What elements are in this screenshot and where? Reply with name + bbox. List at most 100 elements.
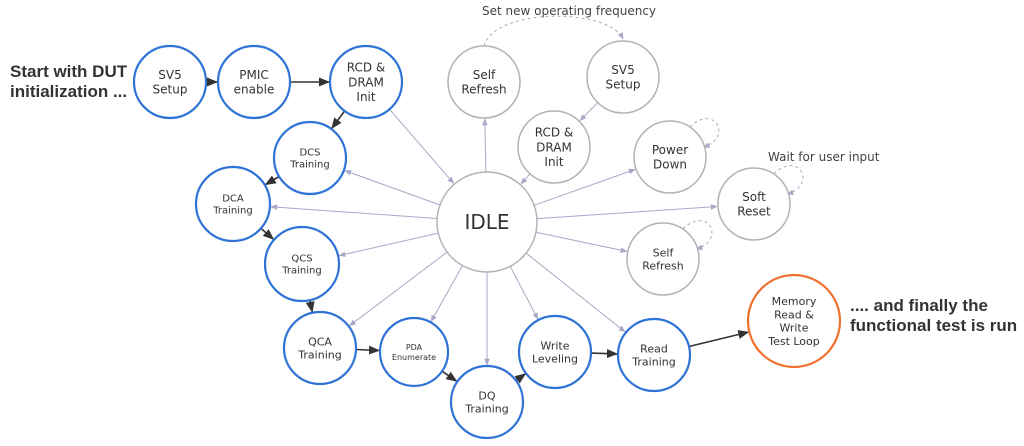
edge-sv5-setup-2-to-rcd-dram-init-2	[579, 102, 599, 122]
node-circle	[194, 165, 272, 243]
node-circle	[517, 314, 593, 390]
edge-idle-to-qcs-training	[338, 232, 439, 257]
node-label: IDLE	[464, 210, 509, 234]
edge-read-training-to-memory-test	[688, 330, 750, 348]
node-idle: IDLE	[436, 171, 538, 273]
loop-self-refresh-bottom	[682, 220, 713, 250]
node-label: Init	[356, 90, 375, 104]
node-circle	[586, 40, 660, 114]
start-annotation: Start with DUT initialization ...	[10, 62, 128, 101]
node-label: Leveling	[532, 353, 578, 366]
node-label: DCA	[222, 194, 244, 205]
edge-dca-training-to-qcs-training	[260, 227, 275, 240]
edge-write-leveling-to-read-training	[590, 349, 619, 359]
node-label: PDA	[406, 343, 423, 352]
node-label: Training	[212, 206, 252, 217]
node-label: Training	[631, 356, 675, 369]
node-label: Training	[289, 160, 329, 171]
edge-idle-to-pda-enumerate	[430, 265, 463, 323]
node-label: Init	[544, 155, 563, 169]
wait-annotation: Wait for user input	[768, 150, 880, 164]
node-label: Read &	[774, 308, 814, 321]
edge-rcd-dram-init-2-to-idle	[520, 173, 531, 185]
edge-dq-training-to-write-leveling	[514, 373, 527, 384]
node-label: Write	[540, 339, 569, 352]
node-circle	[132, 44, 208, 120]
node-label: Write	[779, 322, 808, 335]
edge-idle-to-dca-training	[270, 204, 438, 219]
node-circle	[717, 167, 791, 241]
node-label: Self	[473, 68, 496, 82]
node-label: Self	[653, 246, 675, 259]
node-label: QCA	[308, 335, 332, 348]
node-label: DRAM	[536, 140, 572, 154]
edge-idle-to-write-leveling	[509, 266, 539, 320]
end-annotation: .... and finally the functional test is …	[850, 296, 1018, 335]
edge-qcs-training-to-qca-training	[305, 300, 315, 313]
node-label: RCD &	[347, 61, 386, 75]
node-circle	[436, 171, 538, 273]
node-label: SV5	[611, 63, 634, 77]
node-circle	[626, 222, 700, 296]
edge-idle-to-self-refresh-top	[482, 118, 488, 173]
loop-power-down	[689, 118, 720, 148]
frequency-annotation: Set new operating frequency	[482, 4, 657, 18]
edge-idle-to-power-down	[533, 168, 636, 206]
edge-idle-to-soft-reset	[536, 204, 718, 220]
edge-pda-enumerate-to-dq-training	[441, 370, 458, 382]
node-circle	[447, 45, 521, 119]
node-label: Power	[652, 143, 688, 157]
loop-soft-reset	[773, 165, 804, 195]
node-label: Training	[297, 349, 341, 362]
edge-idle-to-read-training	[525, 252, 626, 333]
node-label: Training	[281, 266, 321, 277]
node-circle	[272, 120, 348, 196]
node-label: Down	[653, 158, 687, 172]
node-circle	[282, 310, 358, 386]
node-label: Enumerate	[392, 353, 436, 362]
node-label: Memory	[772, 295, 817, 308]
node-label: Read	[640, 342, 668, 355]
loop-self-refresh-top	[483, 15, 624, 47]
edge-rcd-dram-init-to-dcs-training	[331, 110, 346, 130]
node-circle	[746, 273, 842, 369]
edge-dcs-training-to-dca-training	[264, 175, 280, 186]
node-circle	[616, 317, 692, 393]
node-label: DQ	[478, 389, 495, 402]
node-label: Setup	[153, 83, 188, 97]
node-circle	[263, 225, 341, 303]
loops	[483, 15, 804, 250]
node-label: Setup	[606, 78, 641, 92]
node-label: Test Loop	[767, 335, 820, 348]
node-label: PMIC	[239, 68, 269, 82]
edge-idle-to-dcs-training	[344, 170, 441, 206]
node-label: RCD &	[535, 126, 574, 140]
node-label: Refresh	[461, 83, 506, 97]
edge-idle-to-qca-training	[348, 251, 448, 327]
node-circle	[378, 316, 450, 388]
node-label: Soft	[742, 190, 766, 204]
node-label: Training	[464, 403, 508, 416]
edge-rcd-dram-init-to-idle	[389, 108, 455, 184]
node-circle	[633, 120, 707, 194]
node-label: Reset	[737, 205, 771, 219]
node-label: QCS	[291, 254, 312, 265]
node-label: enable	[234, 83, 275, 97]
node-circle	[328, 44, 404, 120]
